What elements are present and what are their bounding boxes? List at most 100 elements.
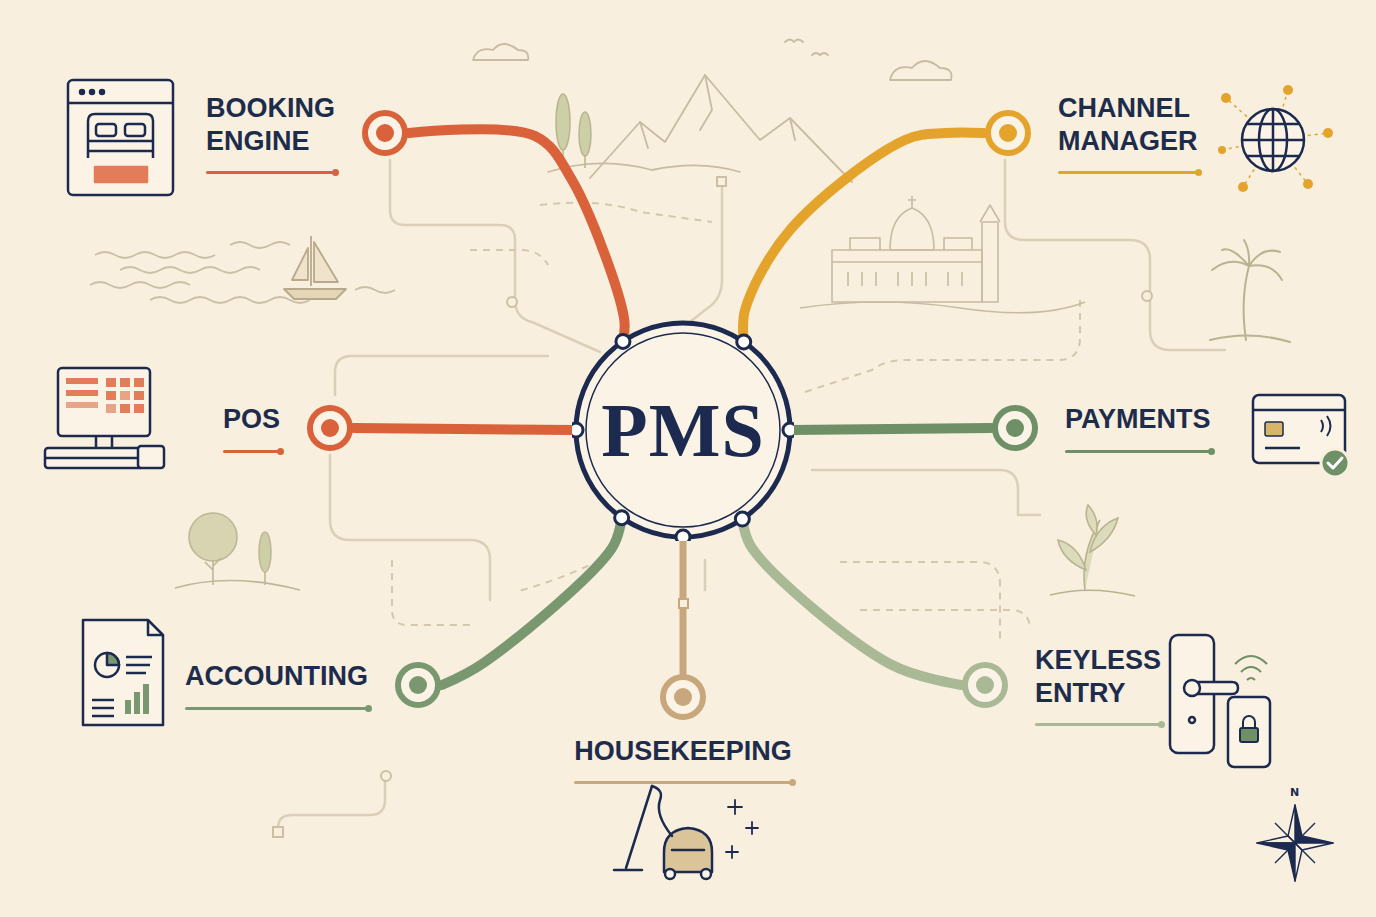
label-underline (223, 450, 280, 453)
tree-sketch (189, 513, 237, 561)
joint-dot (735, 512, 749, 526)
globe-icon (1238, 182, 1248, 192)
sea-waves (90, 282, 190, 288)
underline-dot (277, 448, 284, 455)
sea-waves (95, 252, 215, 258)
globe-icon (1222, 90, 1328, 187)
pos-terminal-icon (66, 390, 98, 396)
faint-route-line (390, 160, 600, 352)
route-marker (1142, 291, 1152, 301)
endpoint-ring (306, 404, 354, 452)
node-label: BOOKING ENGINE (206, 92, 335, 157)
landscape-sketch (890, 61, 952, 80)
globe-icon (1242, 109, 1304, 171)
tree-sketch (259, 532, 271, 572)
keyless-door-icon (1243, 716, 1255, 728)
pos-terminal-icon (120, 391, 130, 400)
faint-route-line (278, 775, 385, 828)
joint-dot (616, 334, 630, 348)
faint-route-line (812, 470, 1040, 515)
integration-node: BOOKING ENGINE (206, 92, 409, 174)
endpoint-ring (961, 661, 1009, 709)
node-label-block: HOUSEKEEPING (574, 735, 792, 784)
joint-dot (783, 423, 794, 437)
globe-icon (1303, 179, 1313, 189)
palace-sketch (982, 222, 998, 302)
vacuum-cleaner-icon (652, 786, 672, 836)
underline-dot (332, 169, 339, 176)
palace-sketch (908, 196, 916, 208)
hub-circle: PMS (572, 319, 794, 541)
keyless-door-icon (1170, 635, 1270, 767)
accounting-report-icon (95, 653, 119, 677)
dashed-route-line (392, 203, 1080, 640)
faint-route-line (330, 455, 490, 600)
endpoint-ring (394, 661, 442, 709)
integration-node: KEYLESS ENTRY (961, 644, 1161, 726)
compass-rose (1275, 823, 1315, 863)
palm-tree (1210, 335, 1290, 342)
sailboat (292, 248, 308, 280)
route-marker (717, 177, 726, 186)
landscape-sketch (785, 40, 828, 56)
keyless-door-icon (1184, 680, 1200, 696)
endpoint-ring (965, 665, 1005, 705)
node-label: KEYLESS ENTRY (1035, 644, 1161, 709)
vacuum-cleaner-icon (614, 869, 642, 872)
payment-card-icon (1321, 416, 1331, 436)
palace-sketch (832, 250, 982, 302)
globe-icon (1218, 146, 1226, 154)
joint-dot (572, 423, 583, 437)
route-marker (507, 297, 517, 307)
tree-sketch (175, 513, 300, 590)
integration-node: CHANNEL MANAGER (984, 92, 1198, 174)
pos-terminal-icon (58, 368, 150, 436)
booking-engine-icon (68, 80, 173, 195)
underline-dot (789, 779, 796, 786)
hub-label: PMS (601, 392, 764, 468)
endpoint-dot (409, 676, 427, 694)
compass-rose (1257, 805, 1333, 881)
booking-engine-icon (80, 90, 84, 94)
booking-engine-icon (100, 90, 104, 94)
vacuum-cleaner-icon (665, 869, 675, 879)
vacuum-cleaner-icon (672, 849, 704, 852)
node-label-block: KEYLESS ENTRY (1035, 644, 1161, 726)
node-label-block: BOOKING ENGINE (206, 92, 335, 174)
pos-terminal-icon (120, 404, 130, 413)
accounting-report-icon (134, 692, 140, 714)
booking-engine-icon (96, 124, 116, 136)
pos-terminal-icon (106, 378, 116, 387)
line-marker (679, 599, 688, 608)
pos-terminal-icon (120, 378, 130, 387)
route-marker (273, 827, 283, 837)
underline-dot (365, 705, 372, 712)
sea-waves (150, 297, 310, 303)
pos-terminal-icon (138, 446, 164, 468)
integration-connector (790, 428, 991, 430)
accounting-report-icon (92, 657, 152, 716)
booking-engine-icon (90, 90, 94, 94)
endpoint-ring (361, 109, 409, 157)
plant-sketch (1050, 590, 1135, 596)
route-marker (273, 177, 1152, 837)
palm-tree (1212, 240, 1282, 280)
endpoint-ring (991, 404, 1039, 452)
dashed-route-line (805, 300, 1080, 392)
node-label: HOUSEKEEPING (574, 735, 792, 767)
joint-dot (676, 530, 690, 541)
globe-icon (1283, 85, 1293, 95)
integration-connector (354, 428, 576, 430)
node-label: POS (223, 403, 280, 435)
label-underline (1065, 450, 1211, 453)
sea-waves (90, 242, 395, 303)
label-underline (206, 171, 335, 174)
faint-route-line (1005, 160, 1225, 350)
node-label: PAYMENTS (1065, 403, 1211, 435)
pos-terminal-icon (106, 391, 116, 400)
palm-tree (1210, 240, 1290, 342)
label-underline (574, 781, 792, 784)
integration-node: POS (223, 403, 354, 452)
